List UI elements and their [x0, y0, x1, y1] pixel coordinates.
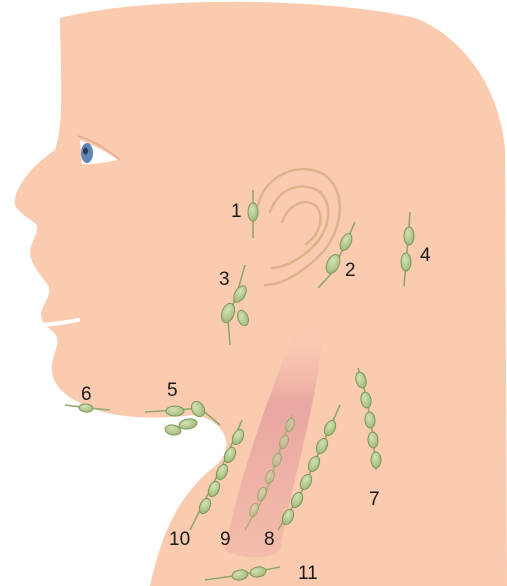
label-7: 7	[369, 489, 380, 510]
label-11: 11	[298, 563, 318, 584]
group-5-node-2	[178, 418, 197, 431]
label-3: 3	[219, 269, 230, 290]
label-4: 4	[420, 245, 431, 266]
group-7-node-4	[368, 432, 379, 449]
group-7-node-5	[371, 452, 381, 468]
label-6: 6	[81, 384, 92, 405]
label-8: 8	[264, 529, 275, 550]
group-1-node-1	[248, 203, 258, 221]
label-2: 2	[345, 260, 356, 281]
label-1: 1	[231, 201, 242, 222]
group-4-node-2	[401, 253, 411, 271]
label-5: 5	[167, 380, 178, 401]
label-9: 9	[220, 529, 231, 550]
group-5-node-1	[166, 406, 184, 416]
label-10: 10	[169, 529, 190, 550]
group-4-node-1	[404, 227, 414, 245]
